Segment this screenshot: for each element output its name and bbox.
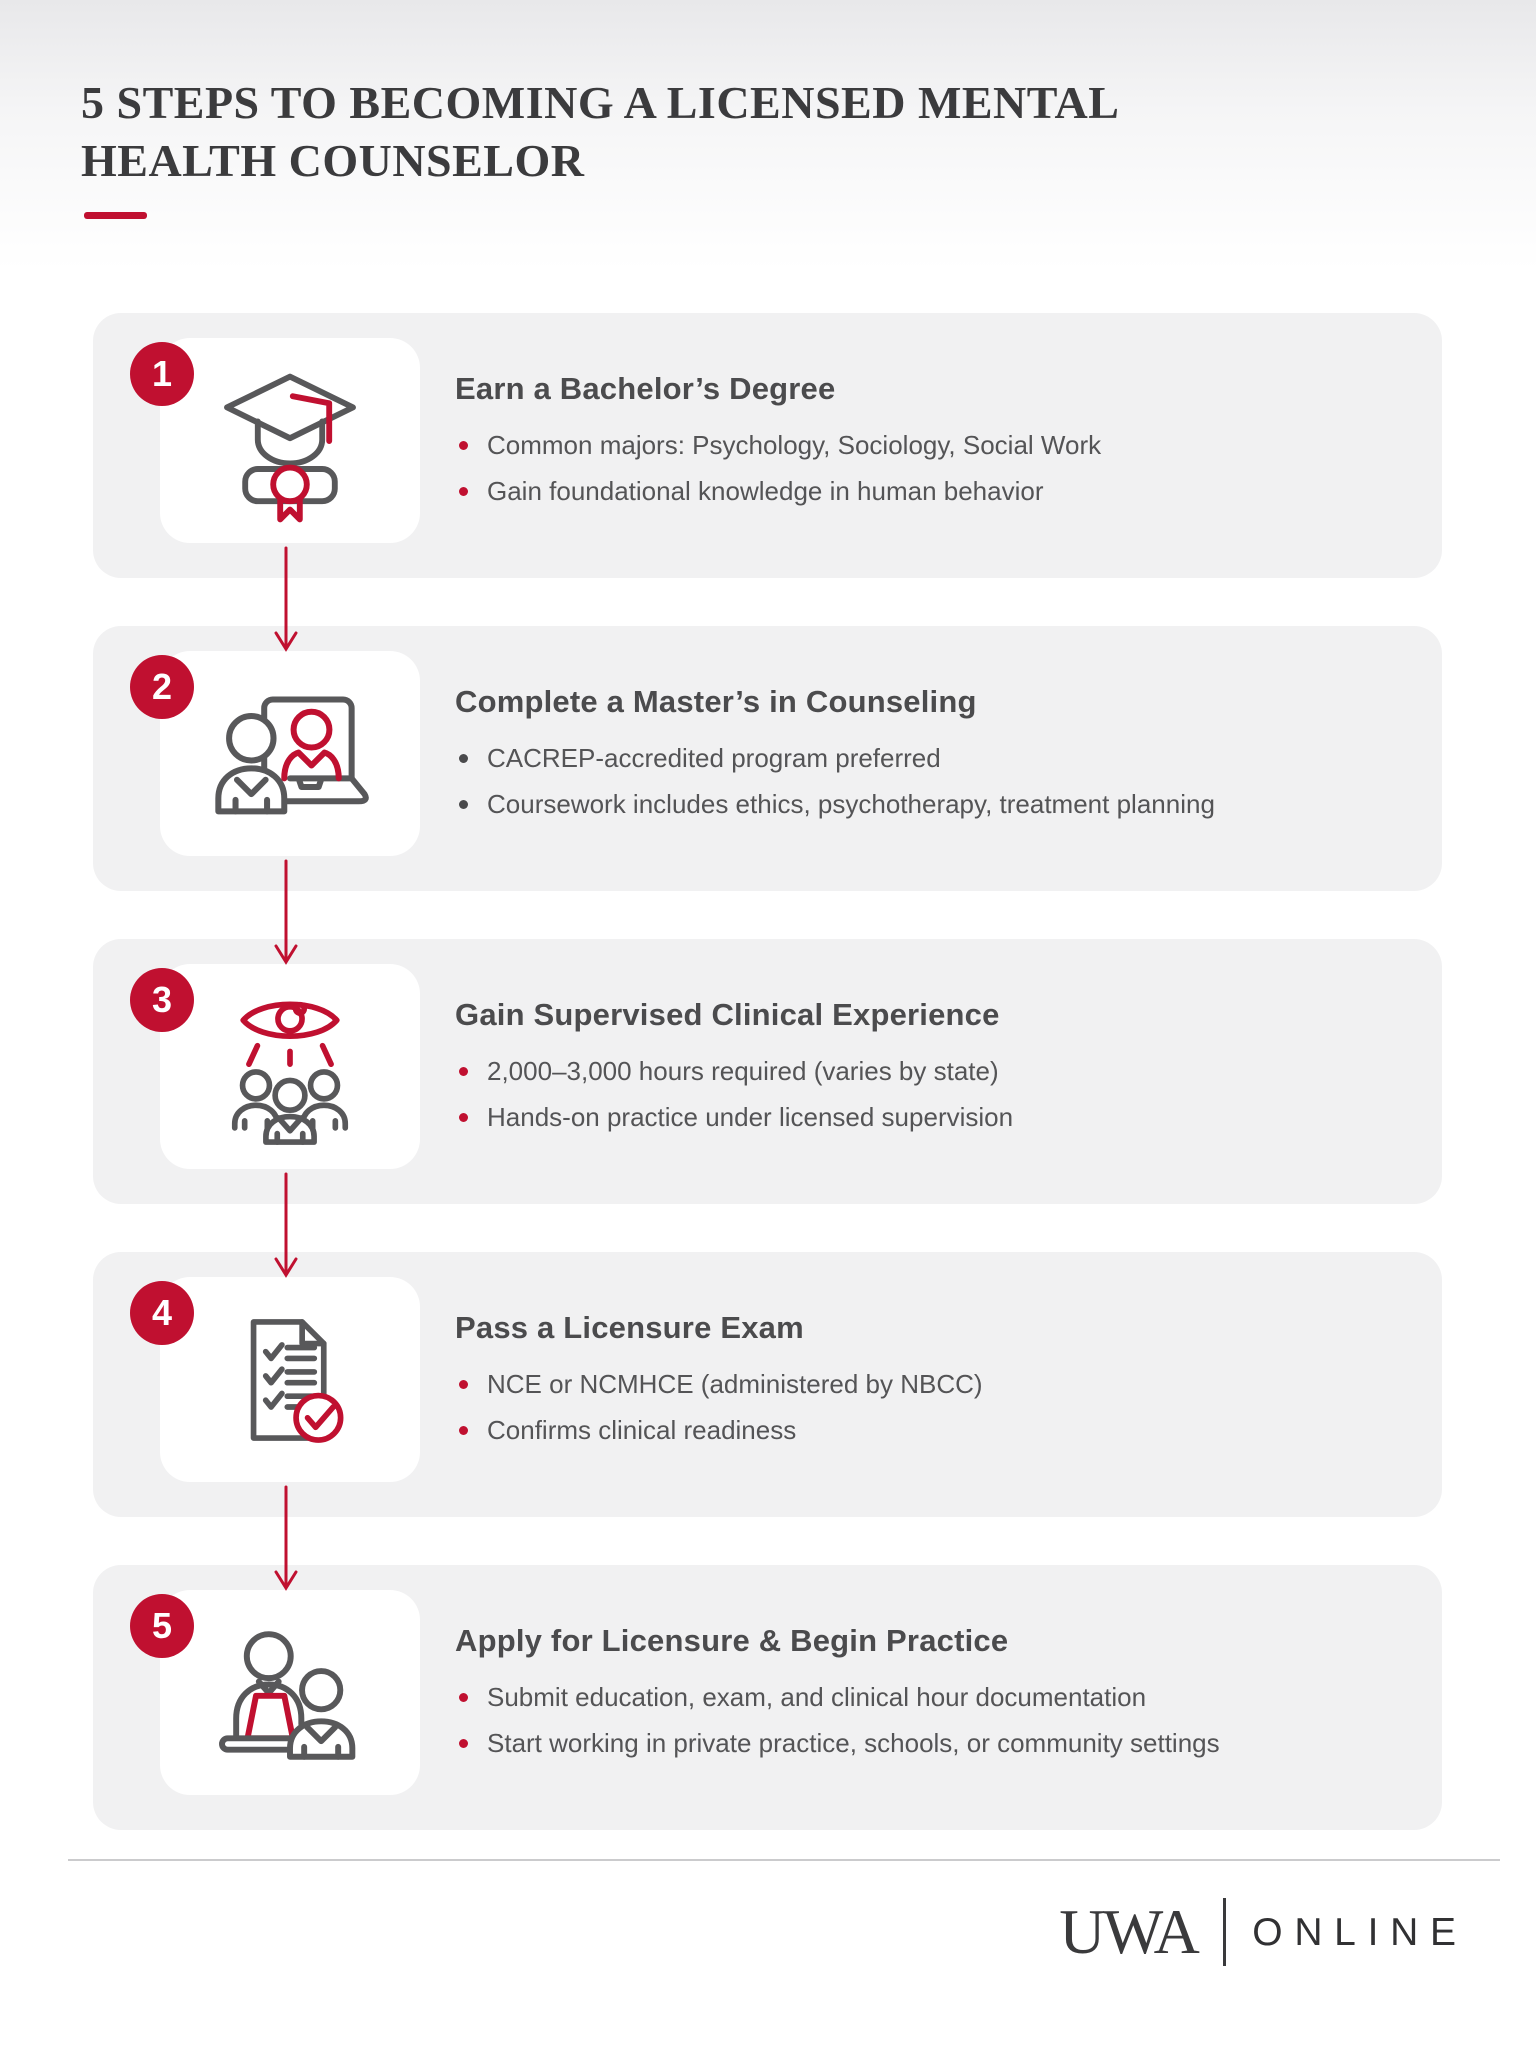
step-1-title: Earn a Bachelor’s Degree [455,370,836,406]
step-1-icon-tile [160,338,420,543]
exam-checklist-icon [250,1318,344,1443]
bullet-text: Gain foundational knowledge in human beh… [487,475,1044,506]
bullet-text: 2,000–3,000 hours required (varies by st… [487,1055,999,1086]
step-3-title: Gain Supervised Clinical Experience [455,996,1000,1032]
bullet-text: Coursework includes ethics, psychotherap… [487,788,1215,819]
bullet-text: Confirms clinical readiness [487,1414,797,1445]
online-counseling-laptop-icon [215,696,369,814]
bullet-item: Common majors: Psychology, Sociology, So… [455,429,1392,462]
bullet-dot [459,1692,468,1702]
step-card-4: 4 Pass a Licensure Exam NCE or NCMHCE (a… [93,1252,1442,1591]
step-3-number-badge: 3 [130,968,194,1032]
bullet-dot [459,440,468,450]
step-4-title: Pass a Licensure Exam [455,1309,804,1345]
step-3-bullets: 2,000–3,000 hours required (varies by st… [455,1055,1392,1147]
bullet-item: CACREP-accredited program preferred [455,742,1392,775]
step-1-bullets: Common majors: Psychology, Sociology, So… [455,429,1392,521]
bullet-text: CACREP-accredited program preferred [487,742,941,773]
bullet-dot [459,1379,468,1389]
step-2-icon-tile [160,651,420,856]
bullet-dot [459,486,468,496]
page-title-line-1: 5 STEPS TO BECOMING A LICENSED MENTAL [81,77,1120,128]
bullet-text: Start working in private practice, schoo… [487,1727,1220,1758]
step-card-2: 2 Complete a Master’s in Counseling CACR… [93,626,1442,965]
step-4-bullets: NCE or NCMHCE (administered by NBCC) Con… [455,1368,1392,1460]
bullet-text: Hands-on practice under licensed supervi… [487,1101,1014,1132]
bullet-dot [459,1112,468,1122]
bullet-item: Hands-on practice under licensed supervi… [455,1101,1392,1134]
bullet-text: Common majors: Psychology, Sociology, So… [487,429,1102,460]
page-title-line-2: HEALTH COUNSELOR [81,134,585,186]
uwa-wordmark: UWA [1059,1896,1200,1967]
step-2-number-badge: 2 [130,655,194,719]
logo-divider-bar [1223,1898,1227,1966]
step-3-content: Gain Supervised Clinical Experience 2,00… [455,939,1392,1204]
supervision-eye-over-group-icon [231,1001,349,1145]
bullet-dot [459,753,468,763]
counselor-with-client-laptop-icon [219,1630,356,1760]
graduation-cap-diploma-icon [224,373,356,522]
bullet-text: Submit education, exam, and clinical hou… [487,1681,1147,1712]
bullet-item: Start working in private practice, schoo… [455,1727,1392,1760]
step-1-number-badge: 1 [130,342,194,406]
bullet-item: Submit education, exam, and clinical hou… [455,1681,1392,1714]
step-1-content: Earn a Bachelor’s Degree Common majors: … [455,313,1392,578]
step-5-icon-tile [160,1590,420,1795]
step-3-icon-tile [160,964,420,1169]
steps-list: 1 Earn a Bachelor’s Degree Common majors… [93,313,1442,1878]
title-accent-dash [84,212,147,219]
step-card-1: 1 Earn a Bachelor’s Degree Common majors… [93,313,1442,652]
step-card-5: 5 Apply for Licensure & Begin Practice S… [93,1565,1442,1830]
bullet-dot [459,1738,468,1748]
step-2-content: Complete a Master’s in Counseling CACREP… [455,626,1392,891]
bullet-item: Gain foundational knowledge in human beh… [455,475,1392,508]
page-title: 5 STEPS TO BECOMING A LICENSED MENTAL HE… [81,74,1151,190]
step-2-bullets: CACREP-accredited program preferred Cour… [455,742,1392,834]
bullet-text: NCE or NCMHCE (administered by NBCC) [487,1368,983,1399]
bullet-dot [459,799,468,809]
bullet-item: Coursework includes ethics, psychotherap… [455,788,1392,821]
step-card-3: 3 Gain Supervised Clinical Experience 2,… [93,939,1442,1278]
bullet-item: NCE or NCMHCE (administered by NBCC) [455,1368,1392,1401]
step-5-title: Apply for Licensure & Begin Practice [455,1622,1009,1658]
step-2-title: Complete a Master’s in Counseling [455,683,977,719]
bullet-dot [459,1066,468,1076]
online-wordmark: ONLINE [1252,1910,1468,1954]
step-5-content: Apply for Licensure & Begin Practice Sub… [455,1565,1392,1830]
bullet-item: 2,000–3,000 hours required (varies by st… [455,1055,1392,1088]
uwa-online-logo: UWA ONLINE [1059,1896,1456,1968]
step-4-number-badge: 4 [130,1281,194,1345]
step-4-content: Pass a Licensure Exam NCE or NCMHCE (adm… [455,1252,1392,1517]
step-4-icon-tile [160,1277,420,1482]
bullet-item: Confirms clinical readiness [455,1414,1392,1447]
bullet-dot [459,1425,468,1435]
step-5-number-badge: 5 [130,1594,194,1658]
footer-divider [68,1859,1500,1861]
step-5-bullets: Submit education, exam, and clinical hou… [455,1681,1392,1773]
